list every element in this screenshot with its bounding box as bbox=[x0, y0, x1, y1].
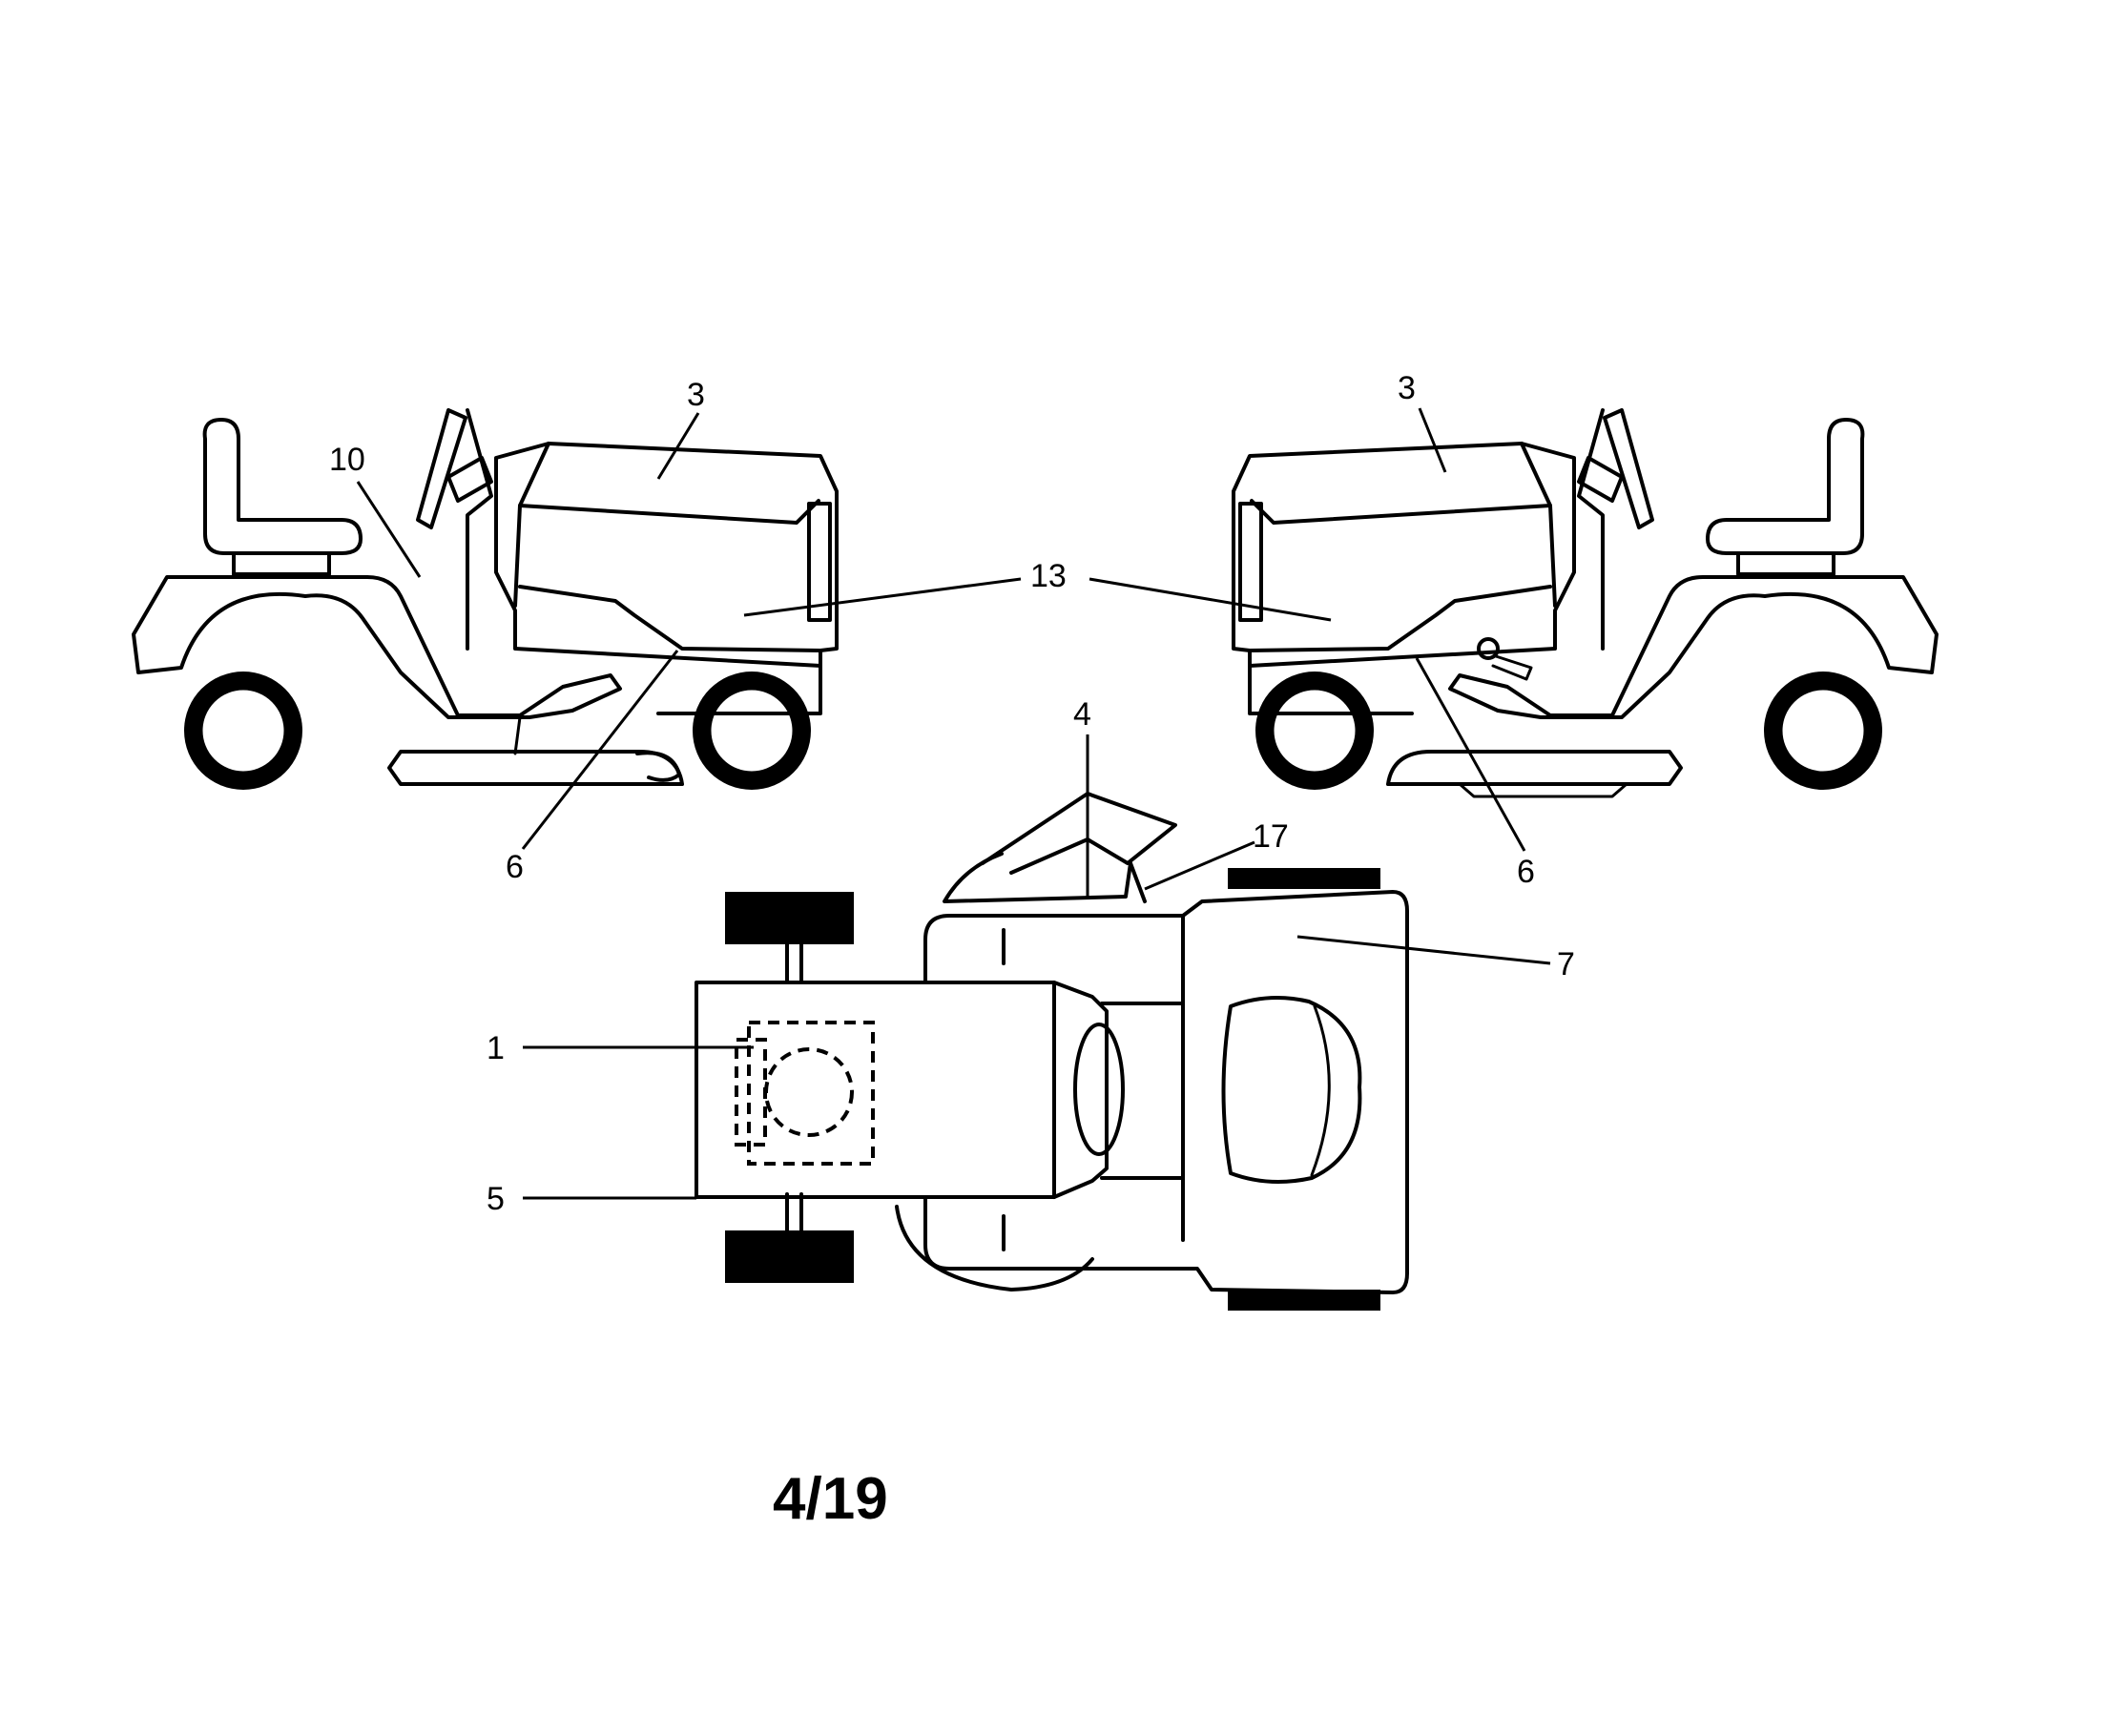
left-tractor-side-view bbox=[132, 408, 839, 790]
top-callouts: 4 17 7 1 5 bbox=[487, 696, 1575, 1217]
callout-label: 10 bbox=[329, 442, 365, 478]
callout-label: 1 bbox=[487, 1030, 505, 1066]
page-label: 4/19 bbox=[773, 1466, 888, 1532]
right-tractor-side-view bbox=[1232, 408, 1939, 798]
shared-callout-13: 13 bbox=[743, 558, 1332, 622]
left-callouts: 3 10 6 bbox=[329, 377, 705, 885]
callout-label: 5 bbox=[487, 1181, 505, 1217]
callout-label: 7 bbox=[1557, 946, 1575, 982]
callout-label: 4 bbox=[1073, 696, 1091, 733]
callout-label: 17 bbox=[1253, 818, 1289, 855]
callout-label: 3 bbox=[687, 377, 705, 413]
tractor-top-view bbox=[695, 792, 1409, 1311]
callout-label: 3 bbox=[1398, 370, 1416, 406]
right-callouts: 3 6 bbox=[1398, 370, 1535, 890]
callout-label: 6 bbox=[506, 849, 524, 885]
callout-label: 13 bbox=[1030, 558, 1067, 594]
callout-label: 6 bbox=[1517, 854, 1535, 890]
